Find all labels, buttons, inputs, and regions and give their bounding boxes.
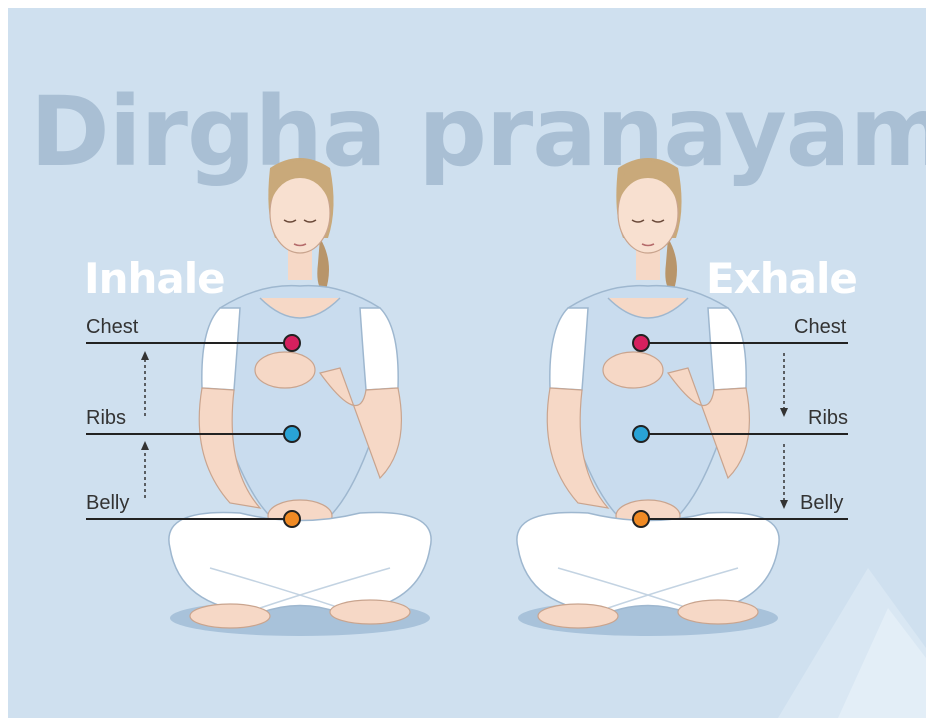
inhale-ribs-label: Ribs bbox=[86, 407, 126, 430]
exhale-ribs-point bbox=[633, 426, 649, 442]
exhale-ribs-label: Ribs bbox=[808, 407, 848, 430]
infographic-canvas: Dirgha pranayama bbox=[8, 8, 926, 718]
exhale-chest-label: Chest bbox=[794, 316, 846, 339]
exhale-chest-point bbox=[633, 335, 649, 351]
exhale-belly-label: Belly bbox=[800, 492, 843, 515]
inhale-belly-label: Belly bbox=[86, 492, 129, 515]
inhale-chest-point bbox=[284, 335, 300, 351]
figures-layer bbox=[8, 8, 926, 718]
inhale-chest-label: Chest bbox=[86, 316, 138, 339]
inhale-belly-point bbox=[284, 511, 300, 527]
left-figure bbox=[169, 158, 431, 636]
exhale-arrowhead-down-2 bbox=[780, 500, 788, 509]
inhale-heading: Inhale bbox=[84, 254, 225, 303]
inhale-arrowhead-up-2 bbox=[141, 441, 149, 450]
inhale-ribs-point bbox=[284, 426, 300, 442]
right-figure bbox=[517, 158, 779, 636]
exhale-heading: Exhale bbox=[706, 254, 857, 303]
exhale-arrowhead-down-1 bbox=[780, 408, 788, 417]
exhale-belly-point bbox=[633, 511, 649, 527]
inhale-arrowhead-up-1 bbox=[141, 351, 149, 360]
